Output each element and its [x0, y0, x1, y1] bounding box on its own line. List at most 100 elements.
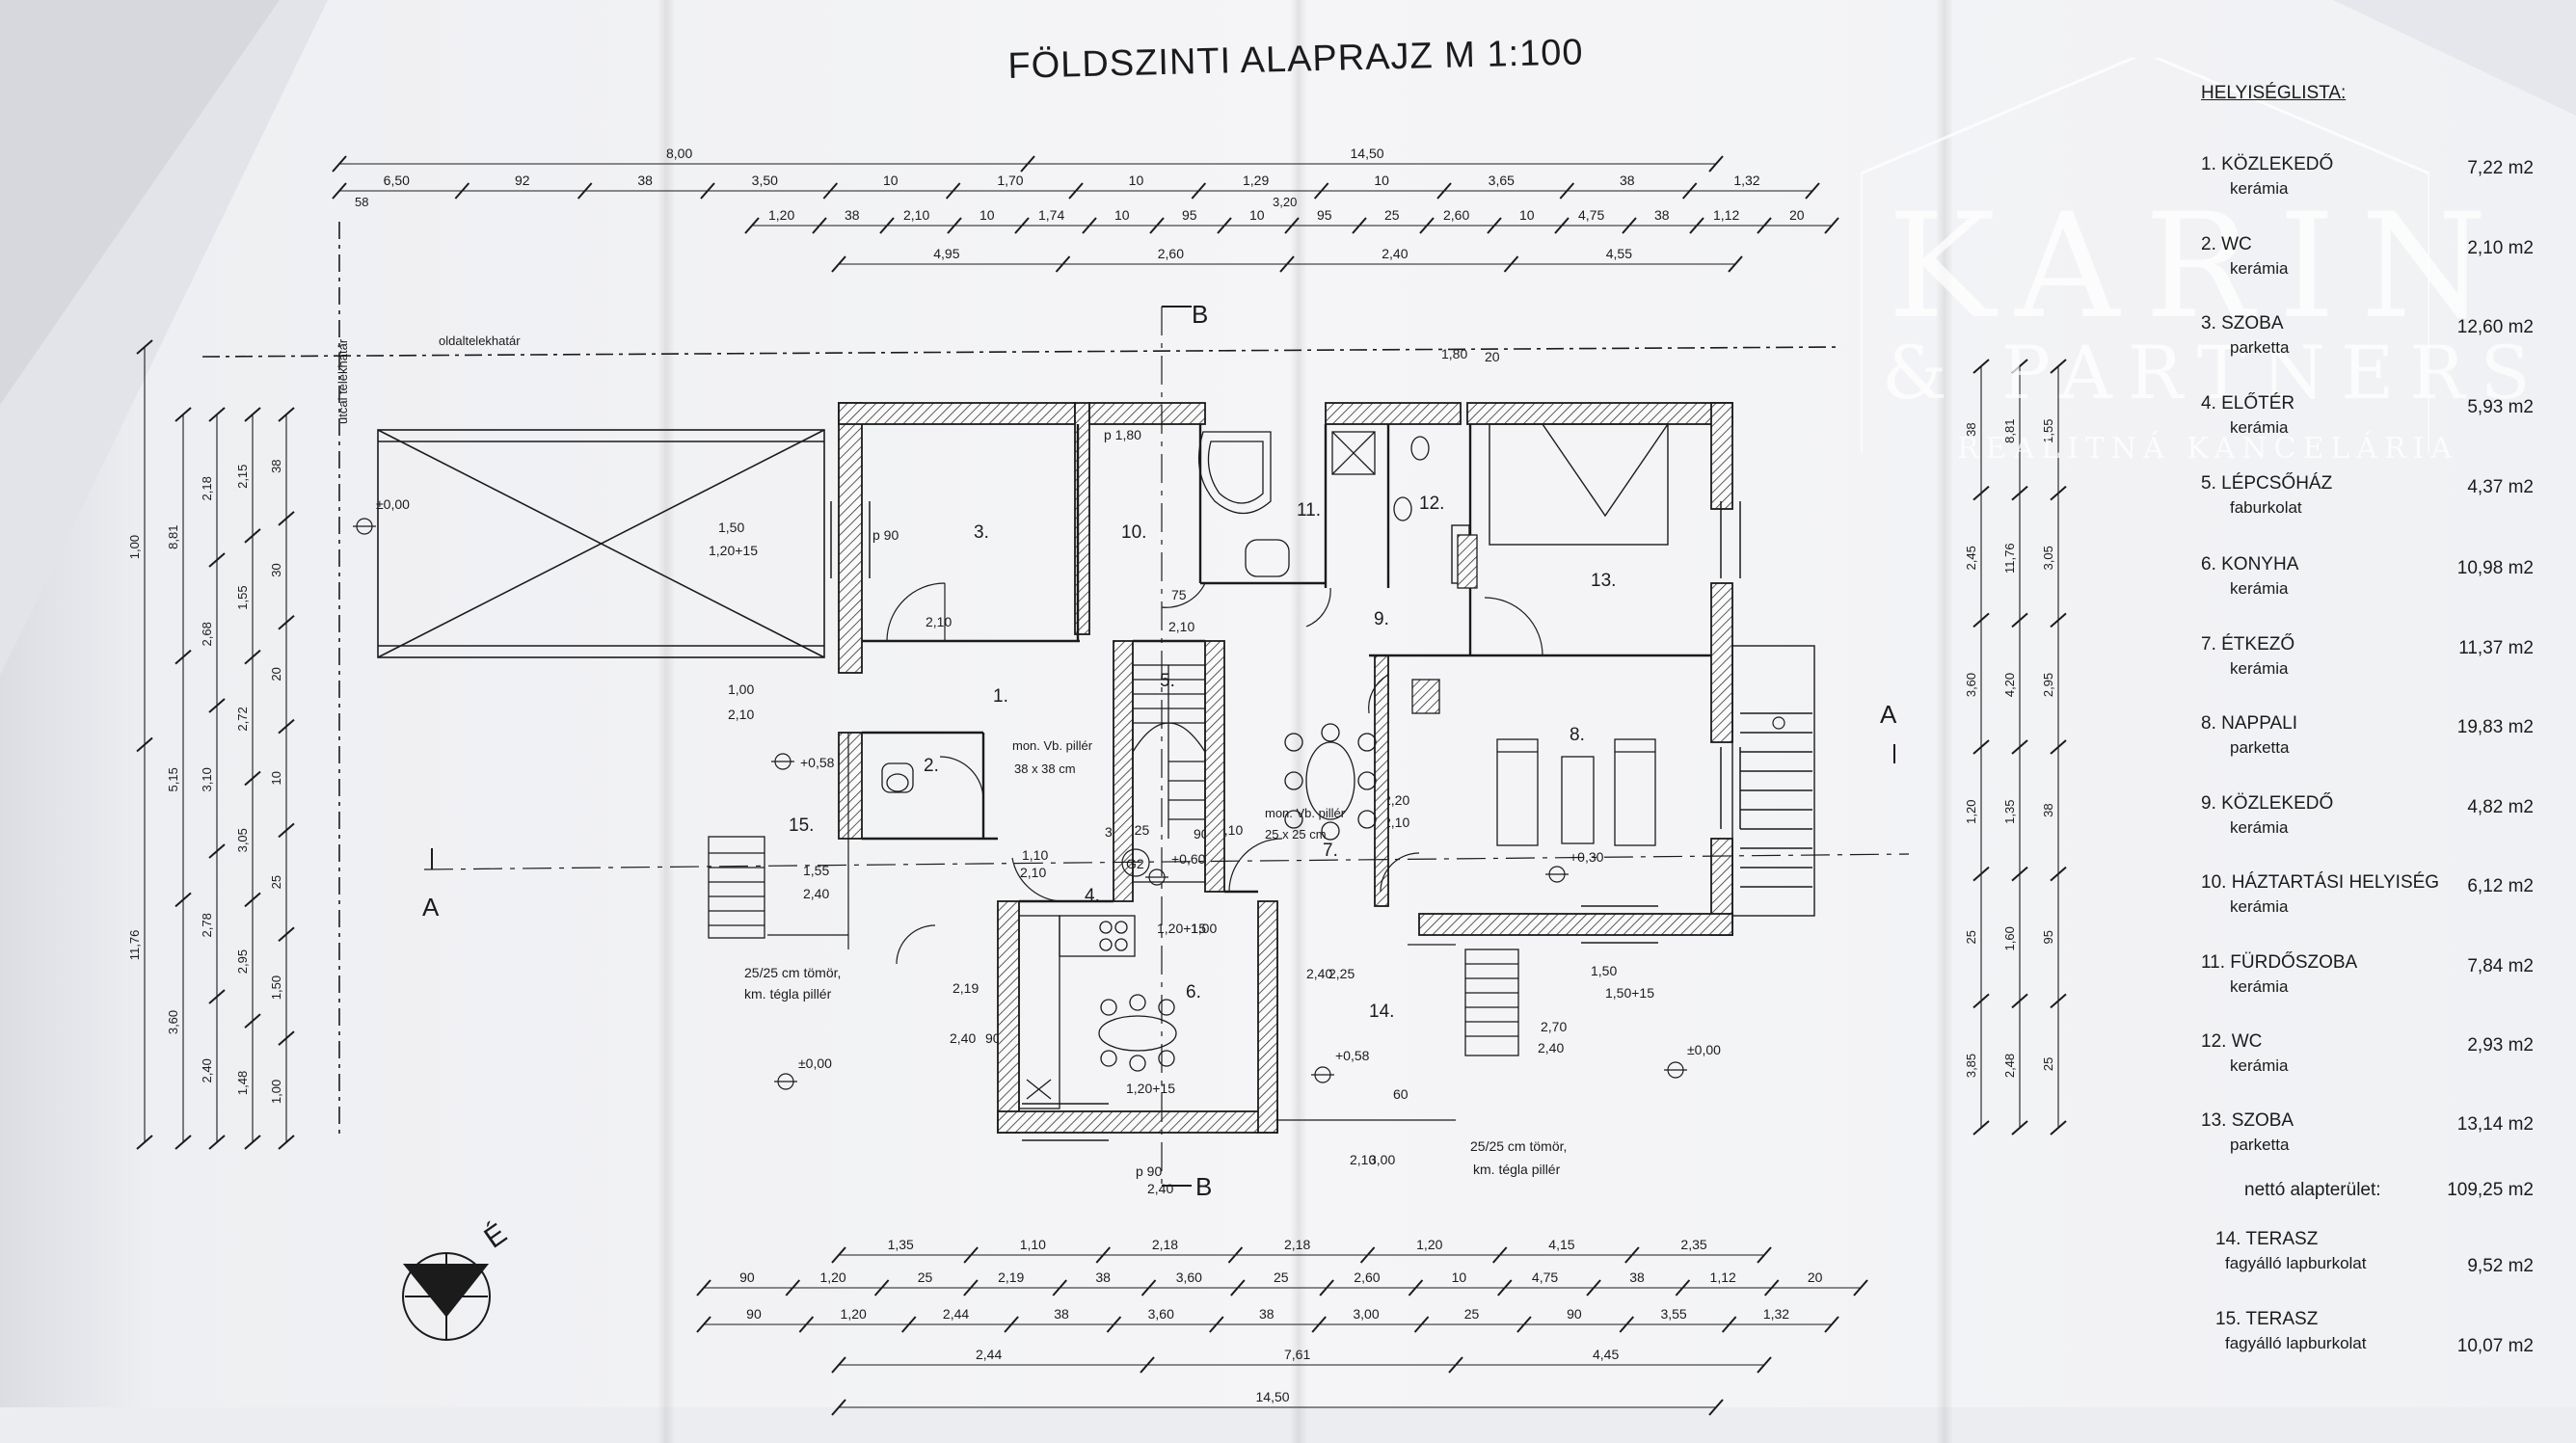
dim-inner-value: 1,50 [1591, 963, 1617, 978]
pillar-note: km. tégla pillér [1473, 1162, 1561, 1177]
dim-right-3-tick [2050, 1120, 2067, 1136]
dim-bottom-2-tick [1140, 1279, 1157, 1296]
driveway [377, 429, 825, 658]
dim-right-1-tick [1972, 993, 1990, 1009]
dim-bottom-5-value: 14,50 [1256, 1389, 1290, 1404]
dim-inner-value: 1,20+15 [1157, 921, 1206, 936]
dim-top-1-tick [1708, 155, 1724, 173]
dim-top-3-tick [1014, 217, 1030, 234]
room-material: kerámia [2230, 579, 2289, 598]
door-swings [886, 582, 1543, 965]
dim-top-2-value: 1,29 [1243, 173, 1269, 188]
street-boundary-label: utcai telekhatár [335, 338, 350, 424]
room-material: kerámia [2230, 1056, 2289, 1075]
room-number: 8. [1570, 725, 1585, 745]
column-note: mon. Vb. pillér [1265, 806, 1346, 820]
dim-top-3-tick [879, 217, 895, 234]
dim-top-2-value: 6,50 [384, 173, 410, 188]
dim-right-1-value: 1,20 [1964, 800, 1978, 824]
dim-inner-value: 1,10 [1022, 847, 1048, 863]
dim-top-2-value: 10 [1129, 173, 1144, 188]
dim-top-4-value: 2,40 [1382, 246, 1408, 261]
terrace-area: 9,52 m2 [2467, 1256, 2534, 1276]
dim-top-3-value: 10 [1114, 207, 1130, 223]
dim-bottom-3-value: 38 [1259, 1306, 1275, 1322]
dim-bottom-3-tick [1311, 1316, 1327, 1333]
pillar-note: km. tégla pillér [744, 986, 832, 1002]
dim-left-5-value: 1,00 [269, 1080, 283, 1104]
kitchen-counter [1018, 915, 1136, 1109]
column-note: mon. Vb. pillér [1012, 738, 1093, 753]
room-material: faburkolat [2230, 498, 2302, 517]
dim-bottom-3-tick [1413, 1316, 1430, 1333]
dim-bottom-2-value: 10 [1452, 1269, 1467, 1285]
room-name: 5. LÉPCSŐHÁZ [2201, 473, 2333, 494]
dim-inner-value: 1,20+15 [709, 543, 758, 558]
terrace-name: 15. TERASZ [2215, 1309, 2319, 1329]
dim-right-3-value: 25 [2041, 1057, 2055, 1071]
dim-bottom-3-tick [1721, 1316, 1737, 1333]
dim-top-2-value: 38 [637, 173, 653, 188]
level-label: +0,30 [1570, 849, 1604, 865]
room-number: 5. [1160, 671, 1175, 691]
dim-bottom-3-value: 1,32 [1763, 1306, 1789, 1322]
bed [1451, 423, 1669, 584]
dim-bottom-2-tick [1319, 1279, 1334, 1296]
dim-inner-value: 2,10 [1350, 1152, 1376, 1167]
dim-inner-value: p 1,80 [1104, 427, 1141, 442]
dim-top-2-tick [945, 182, 961, 200]
room-material: kerámia [2230, 259, 2289, 278]
dim-top-2-value: 1,70 [997, 173, 1023, 188]
dim-bottom-2-tick [785, 1279, 801, 1296]
room-material: kerámia [2230, 897, 2289, 916]
dim-bottom-1-value: 1,10 [1020, 1237, 1046, 1252]
dim-top-3-value: 95 [1317, 207, 1332, 223]
dim-bottom-1-tick [1491, 1246, 1508, 1264]
dim-top-4-tick [1279, 255, 1295, 273]
dim-bottom-3-tick [1106, 1316, 1122, 1333]
room-area: 12,60 m2 [2456, 317, 2534, 337]
dim-bottom-2-value: 25 [918, 1269, 933, 1285]
dim-inner-value: 3,00 [1369, 1152, 1395, 1167]
dim-bottom-3-value: 90 [1567, 1306, 1582, 1322]
dim-top-3-tick [1284, 217, 1300, 234]
dim-top-3-value: 4,75 [1578, 207, 1604, 223]
dim-top-3-tick [812, 217, 827, 234]
dim-bottom-2-tick [1230, 1279, 1246, 1296]
dim-left-4-value: 2,72 [235, 707, 250, 731]
room-area: 13,14 m2 [2456, 1114, 2534, 1135]
pillar-note: 25/25 cm tömör, [744, 965, 841, 980]
room-material: kerámia [2230, 179, 2289, 198]
dim-bottom-1-value: 2,18 [1152, 1237, 1178, 1252]
dim-top-3-value: 1,12 [1713, 207, 1739, 223]
dim-top-1-value: 14,50 [1351, 146, 1384, 161]
dim-left-5-tick [278, 1030, 295, 1046]
dim-bottom-1-tick [1227, 1246, 1244, 1264]
dim-left-1-value: 11,76 [127, 930, 142, 961]
paper-fold-middle [1290, 0, 1307, 1443]
dim-left-5-tick [278, 614, 295, 630]
dim-left-2-value: 8,81 [166, 525, 180, 549]
dim-bottom-1-value: 4,15 [1548, 1237, 1574, 1252]
dim-bottom-2-tick [1763, 1279, 1780, 1296]
dim-right-3-value: 2,95 [2041, 673, 2055, 697]
room-area: 7,84 m2 [2467, 956, 2534, 976]
dim-top-3-tick [947, 217, 962, 234]
dim-left-4-tick [244, 770, 261, 787]
dim-top-3-value: 2,10 [903, 207, 929, 223]
chimney [1411, 534, 1478, 714]
dim-top-3-value: 1,20 [768, 207, 794, 223]
dim-inner-value: 60 [1393, 1086, 1409, 1102]
room-numbers: 1.2.3.4.5.6.7.8.9.10.11.12.13.14.15. [789, 494, 1616, 1022]
room-number: 10. [1121, 522, 1146, 543]
dim-top-3-tick [1082, 217, 1097, 234]
room-material: parketta [2230, 338, 2290, 357]
dim-bottom-1-tick [831, 1246, 846, 1264]
dim-inner-value: 2,40 [950, 1030, 976, 1046]
dim-left-5-value: 30 [269, 563, 283, 576]
dim-left-4-value: 1,55 [235, 585, 250, 609]
room-area: 7,22 m2 [2467, 158, 2534, 178]
dim-top-2-value: 1,32 [1733, 173, 1759, 188]
dim-bottom-2-value: 4,75 [1532, 1269, 1558, 1285]
